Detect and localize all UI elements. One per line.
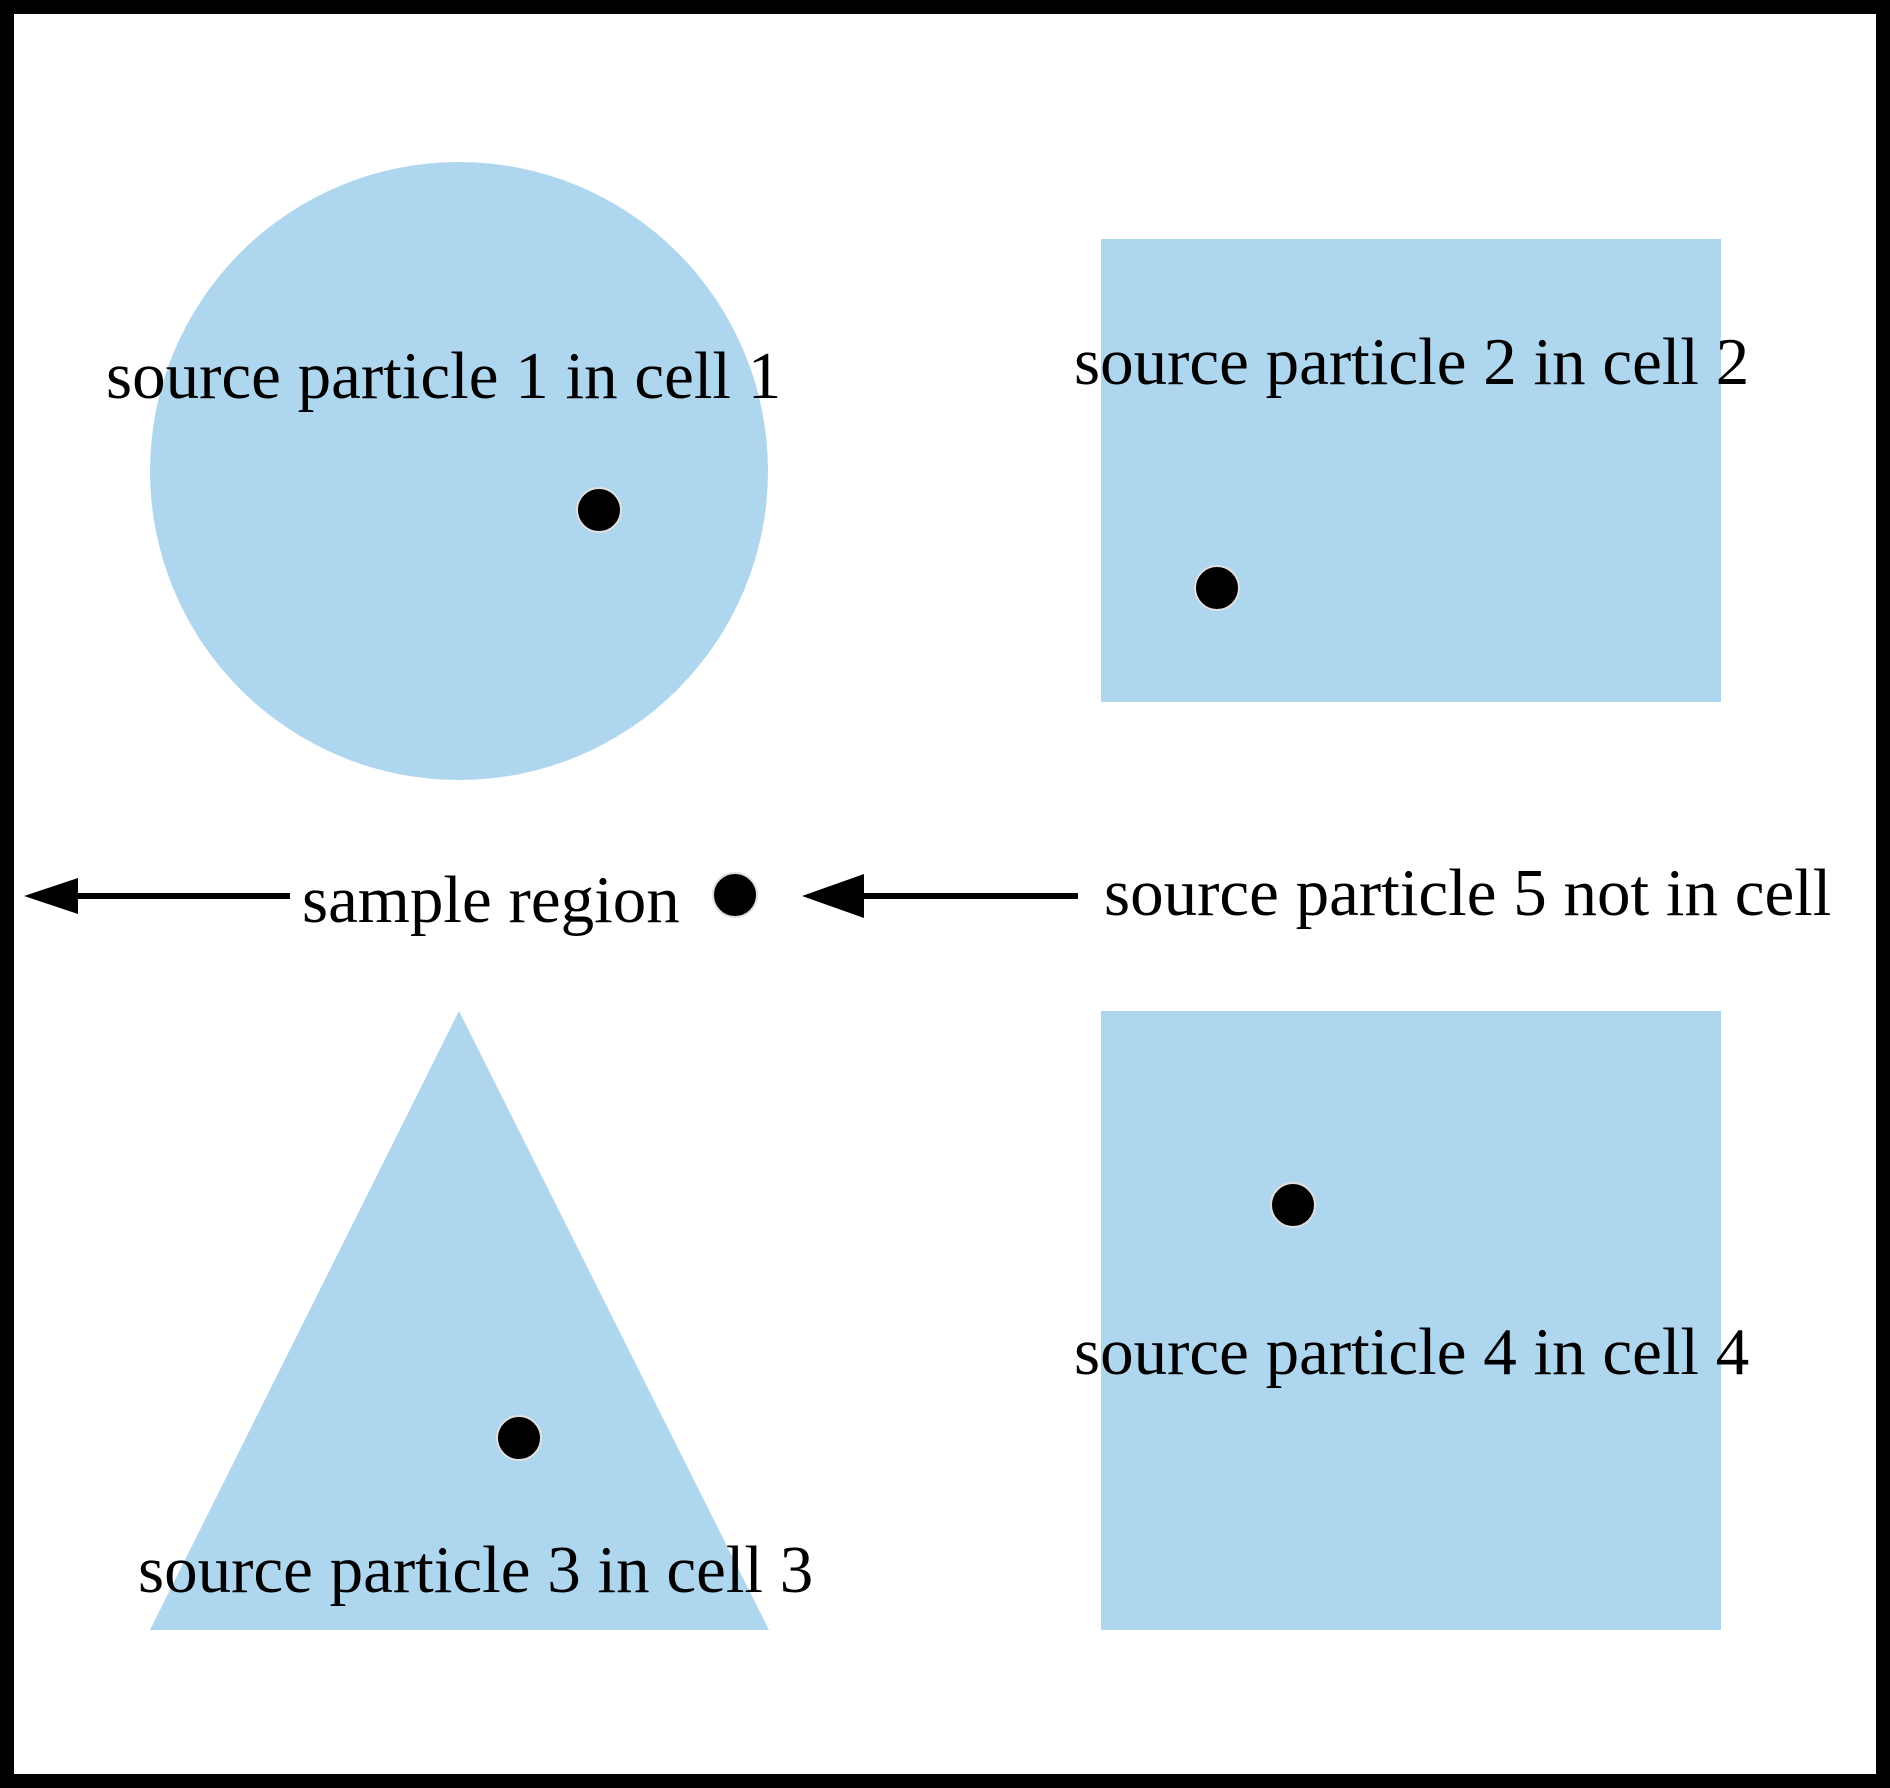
cell-4-label: source particle 4 in cell 4: [1074, 1315, 1749, 1389]
arrow-to-particle-5: [802, 874, 1078, 918]
source-particle-4: [1270, 1182, 1316, 1228]
source-particle-1: [576, 487, 622, 533]
cell-1-label: source particle 1 in cell 1: [106, 339, 781, 413]
cell-4-square: [1101, 1011, 1721, 1630]
source-particle-5: [712, 872, 758, 918]
sample-region-label: sample region: [302, 863, 680, 937]
particle-5-label: source particle 5 not in cell: [1104, 856, 1831, 930]
source-particle-3: [496, 1415, 542, 1461]
cell-3-triangle: [150, 1011, 769, 1630]
cell-1-circle: [150, 162, 768, 780]
cell-2-label: source particle 2 in cell 2: [1074, 325, 1749, 399]
source-particle-2: [1194, 565, 1240, 611]
cell-3-label: source particle 3 in cell 3: [138, 1533, 813, 1607]
arrow-to-frame: [24, 878, 290, 914]
cell-2-rectangle: [1101, 239, 1721, 702]
